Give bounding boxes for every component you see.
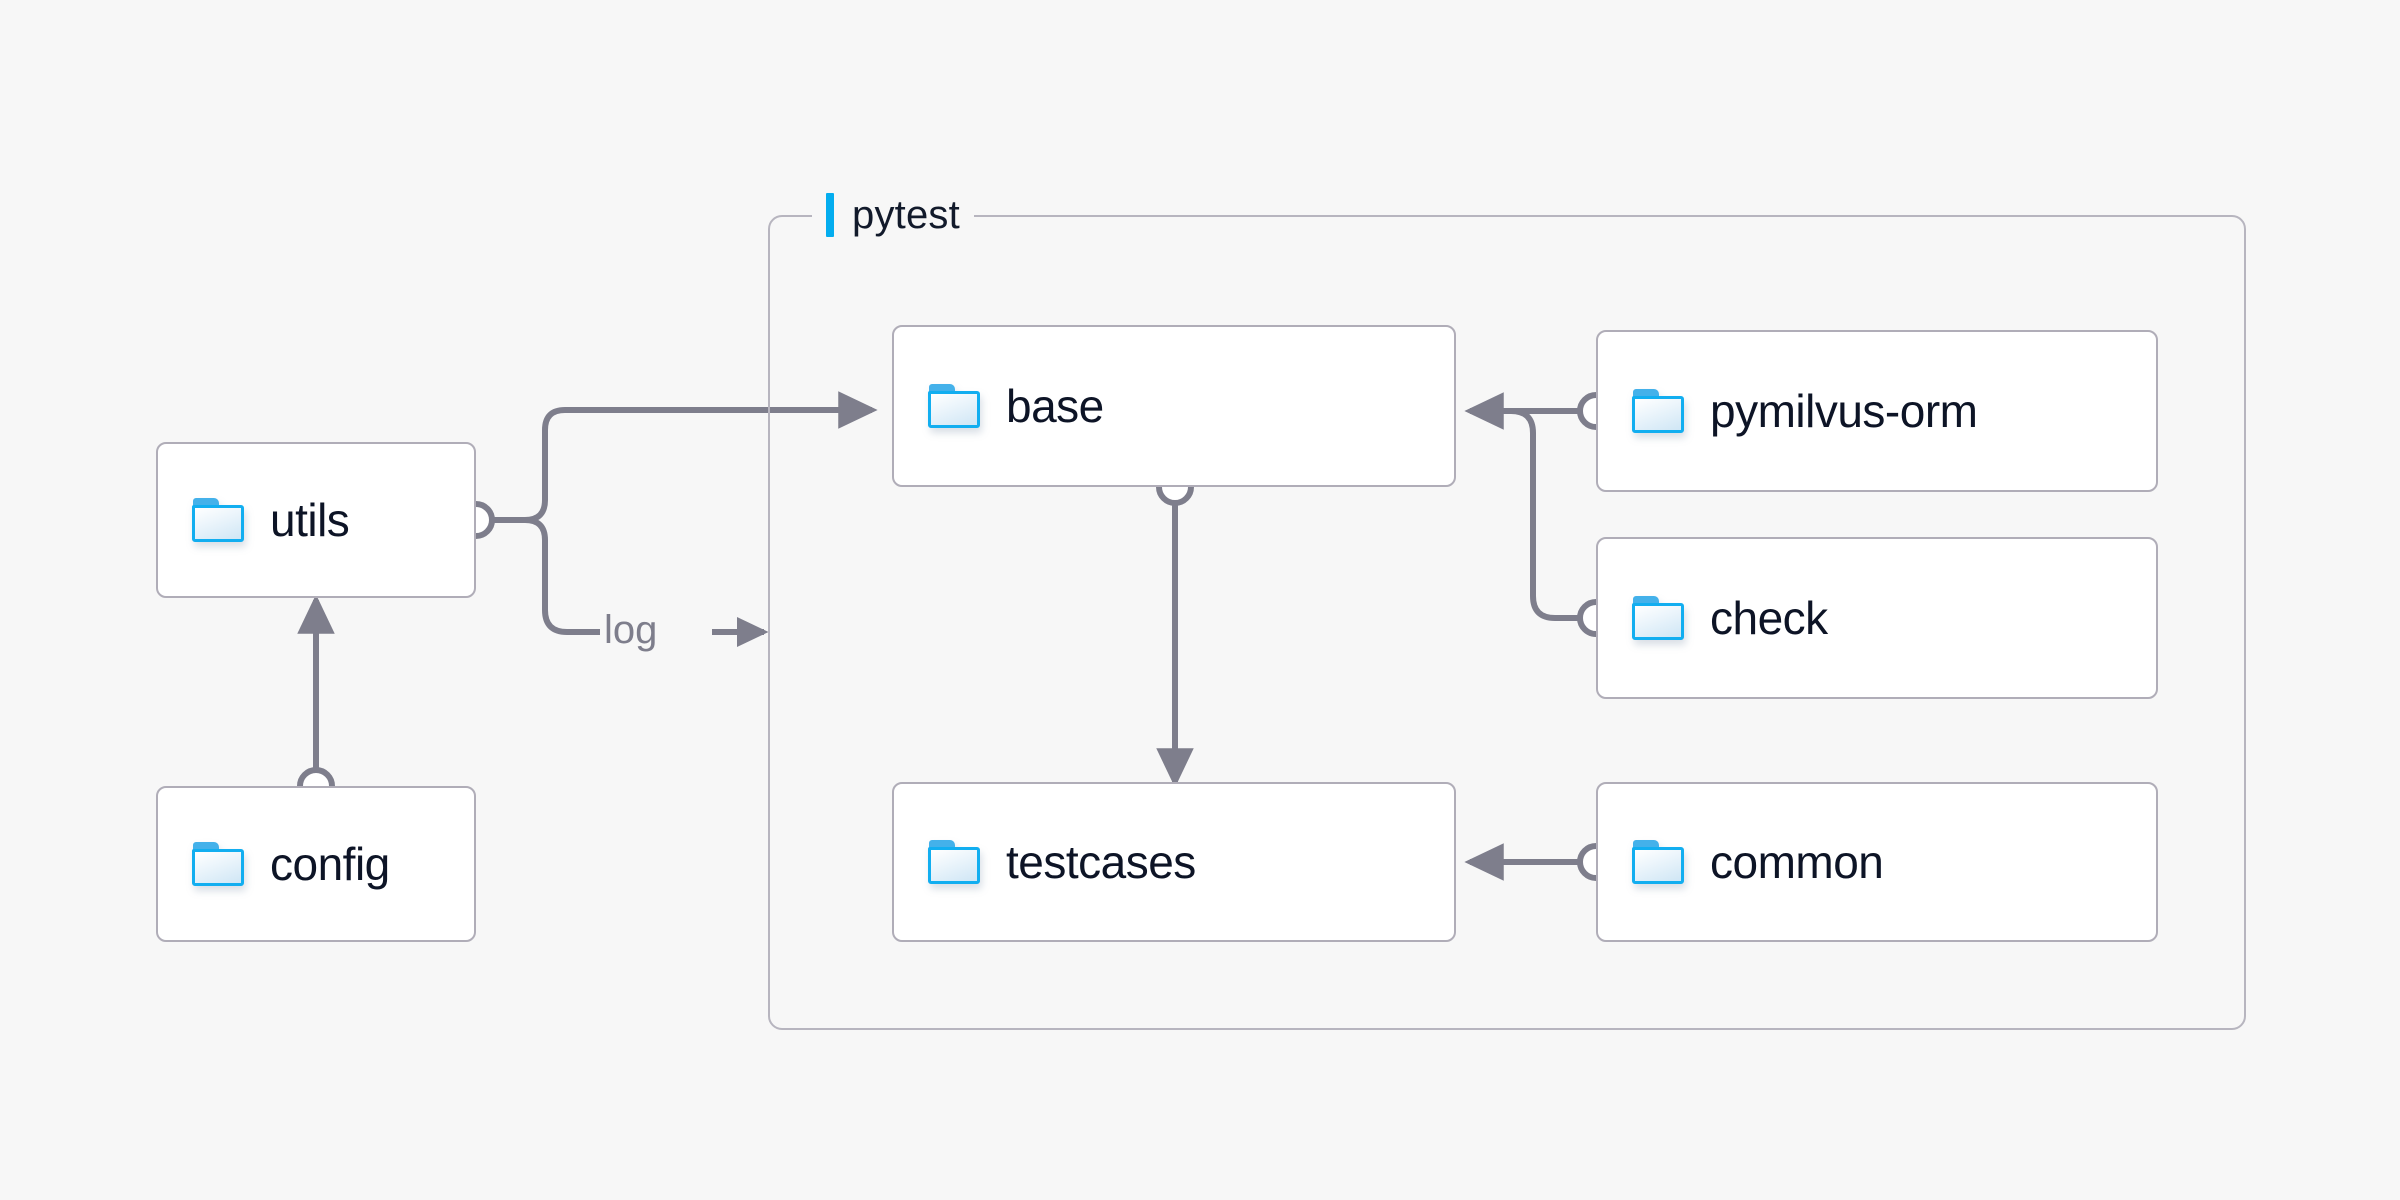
node-label-testcases: testcases [1006,836,1196,888]
node-label-config: config [270,838,390,890]
folder-icon [192,842,244,886]
node-check[interactable]: check [1596,537,2158,699]
folder-icon [1632,389,1684,433]
edge-config-to-utils [297,594,335,805]
node-label-check: check [1710,592,1828,644]
node-label-common: common [1710,836,1884,888]
node-pymilvus-orm[interactable]: pymilvus-orm [1596,330,2158,492]
node-base[interactable]: base [892,325,1456,487]
node-utils[interactable]: utils [156,442,476,598]
folder-icon [1632,840,1684,884]
folder-icon [928,384,980,428]
group-accent-bar [826,193,834,237]
node-label-utils: utils [270,494,350,546]
edge-label-log: log [604,608,658,652]
node-testcases[interactable]: testcases [892,782,1456,942]
node-label-base: base [1006,380,1104,432]
folder-icon [192,498,244,542]
group-pytest-label: pytest [812,187,974,243]
group-pytest [768,215,2246,1030]
node-common[interactable]: common [1596,782,2158,942]
folder-icon [928,840,980,884]
group-title-text: pytest [852,192,960,237]
node-config[interactable]: config [156,786,476,942]
node-label-pymilvus-orm: pymilvus-orm [1710,385,1978,437]
folder-icon [1632,596,1684,640]
